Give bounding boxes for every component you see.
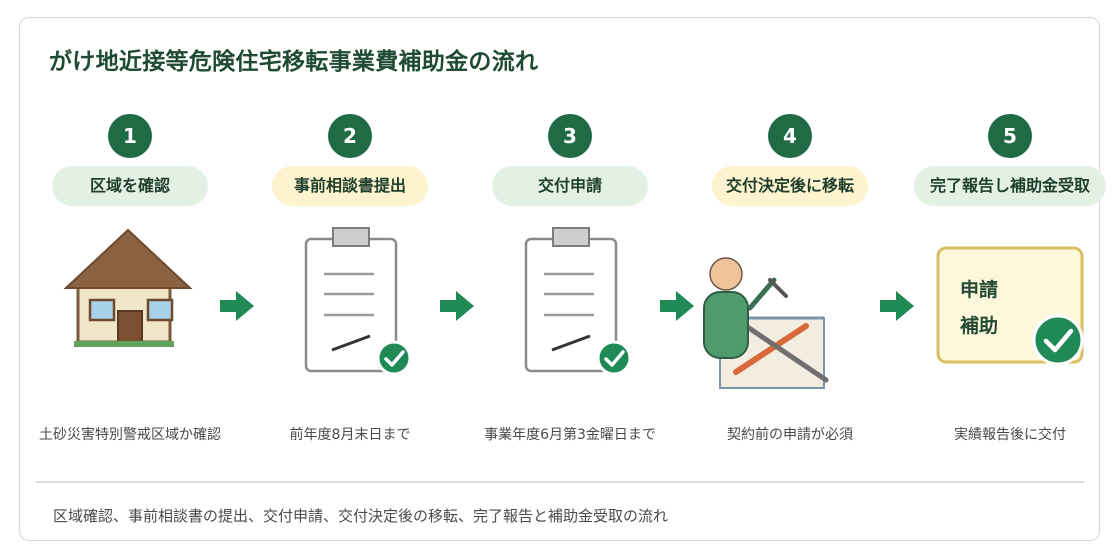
step-2: 2 事前相談書提出 前年度8月末日まで <box>250 0 450 460</box>
step-label: 区域を確認 <box>52 166 208 206</box>
step-caption: 土砂災害特別警戒区域か確認 <box>39 427 221 443</box>
certificate-check-icon: 申請 補助 <box>936 246 1084 366</box>
step-label: 交付申請 <box>492 166 648 206</box>
relocation-worker-icon <box>703 257 829 389</box>
summary-text: 区域確認、事前相談書の提出、交付申請、交付決定後の移転、完了報告と補助金受取の流… <box>53 507 669 525</box>
step-3: 3 交付申請 事業年度6月第3金曜日まで <box>470 0 670 460</box>
card-line-2: 補助 <box>959 314 998 337</box>
step-number: 1 <box>108 114 152 158</box>
step-number: 3 <box>548 114 592 158</box>
step-number: 4 <box>768 114 812 158</box>
step-caption: 事業年度6月第3金曜日まで <box>484 427 656 443</box>
step-caption: 契約前の申請が必須 <box>727 427 853 443</box>
step-caption: 実績報告後に交付 <box>954 427 1066 443</box>
clipboard-check-icon <box>304 227 412 376</box>
step-label: 交付決定後に移転 <box>712 166 868 206</box>
card-line-1: 申請 <box>960 278 998 301</box>
step-5: 5 完了報告し補助金受取 申請 補助 実績報告後に交付 <box>910 0 1110 460</box>
arrow-right-icon <box>880 291 914 321</box>
page-title: がけ地近接等危険住宅移転事業費補助金の流れ <box>49 49 539 75</box>
arrow-right-icon <box>440 291 474 321</box>
step-4: 4 交付決定後に移転 契約前の申請が必須 <box>690 0 890 460</box>
divider <box>36 481 1084 483</box>
arrow-right-icon <box>220 291 254 321</box>
arrow-right-icon <box>660 291 694 321</box>
step-label: 事前相談書提出 <box>272 166 428 206</box>
step-1: 1 区域を確認 土砂災害特別警戒区域か確認 <box>30 0 230 460</box>
step-number: 5 <box>988 114 1032 158</box>
clipboard-check-icon <box>524 227 632 376</box>
house-icon <box>63 228 193 347</box>
step-number: 2 <box>328 114 372 158</box>
step-label: 完了報告し補助金受取 <box>914 166 1106 206</box>
step-caption: 前年度8月末日まで <box>289 427 411 443</box>
